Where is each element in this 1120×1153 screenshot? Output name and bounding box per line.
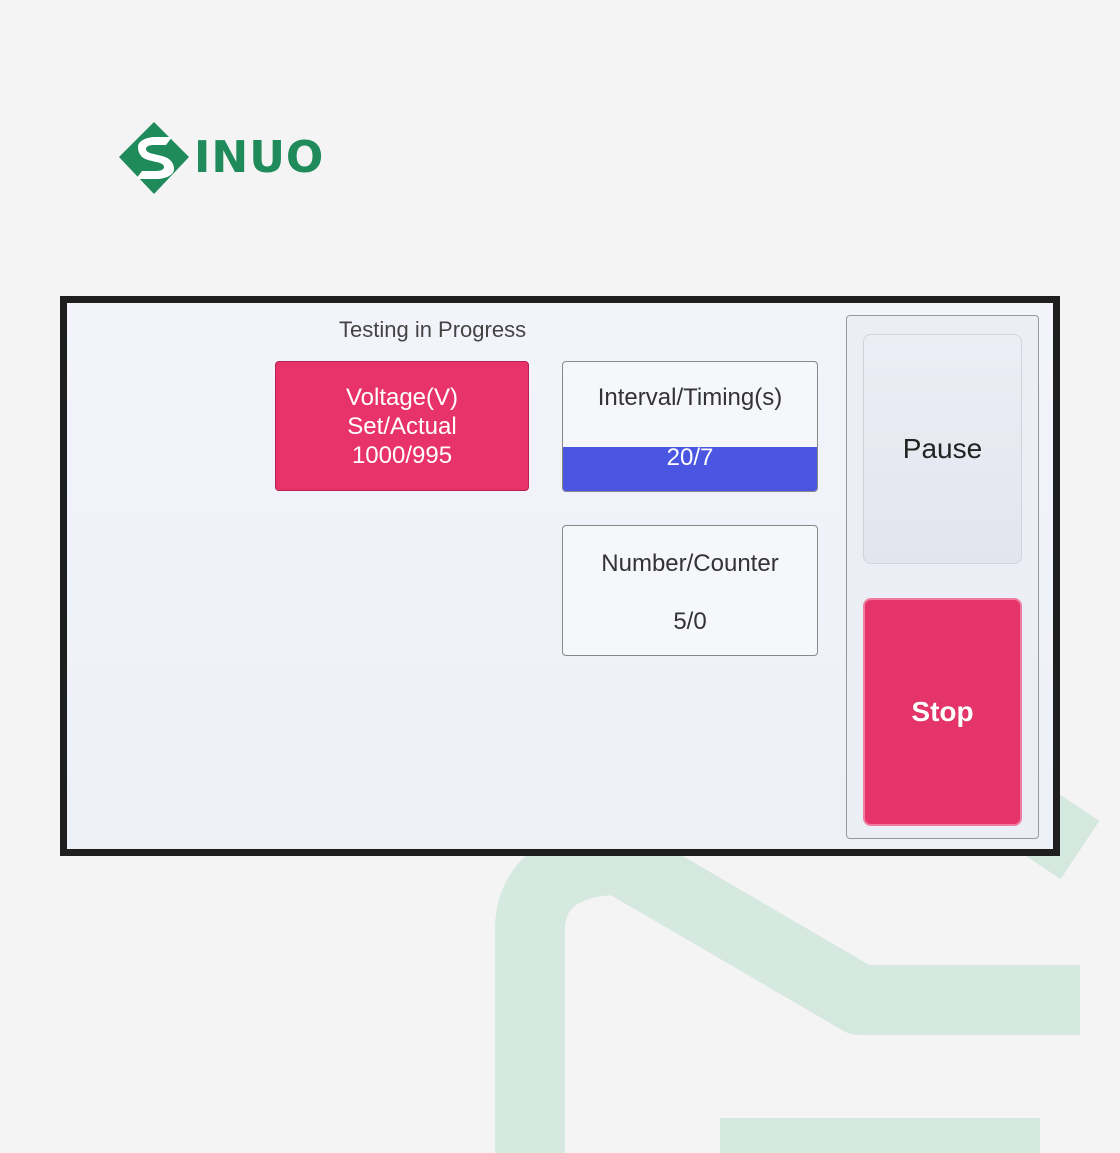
interval-label: Interval/Timing(s)	[597, 384, 783, 411]
brand-logo: INUO	[116, 118, 346, 198]
control-panel: Pause Stop	[846, 315, 1039, 839]
voltage-value: 1000/995	[351, 441, 453, 469]
counter-label: Number/Counter	[601, 550, 779, 577]
voltage-label: Voltage(V)	[345, 383, 459, 411]
brand-name: INUO	[194, 131, 325, 183]
pause-button[interactable]: Pause	[863, 334, 1022, 564]
stop-button[interactable]: Stop	[863, 598, 1022, 826]
interval-value-bar: 20/7	[563, 444, 817, 491]
screen-display: Testing in Progress Voltage(V) Set/Actua…	[67, 303, 1053, 849]
counter-value: 5/0	[673, 608, 707, 635]
voltage-tile[interactable]: Voltage(V) Set/Actual 1000/995	[275, 361, 529, 491]
voltage-sublabel: Set/Actual	[347, 412, 457, 440]
device-screen: Testing in Progress Voltage(V) Set/Actua…	[60, 296, 1060, 856]
interval-value: 20/7	[666, 444, 714, 471]
page-title: Testing in Progress	[339, 317, 527, 342]
counter-tile[interactable]: Number/Counter 5/0	[562, 525, 818, 656]
interval-tile[interactable]: Interval/Timing(s) 20/7	[562, 361, 818, 492]
sinuo-logo-icon	[119, 122, 189, 194]
